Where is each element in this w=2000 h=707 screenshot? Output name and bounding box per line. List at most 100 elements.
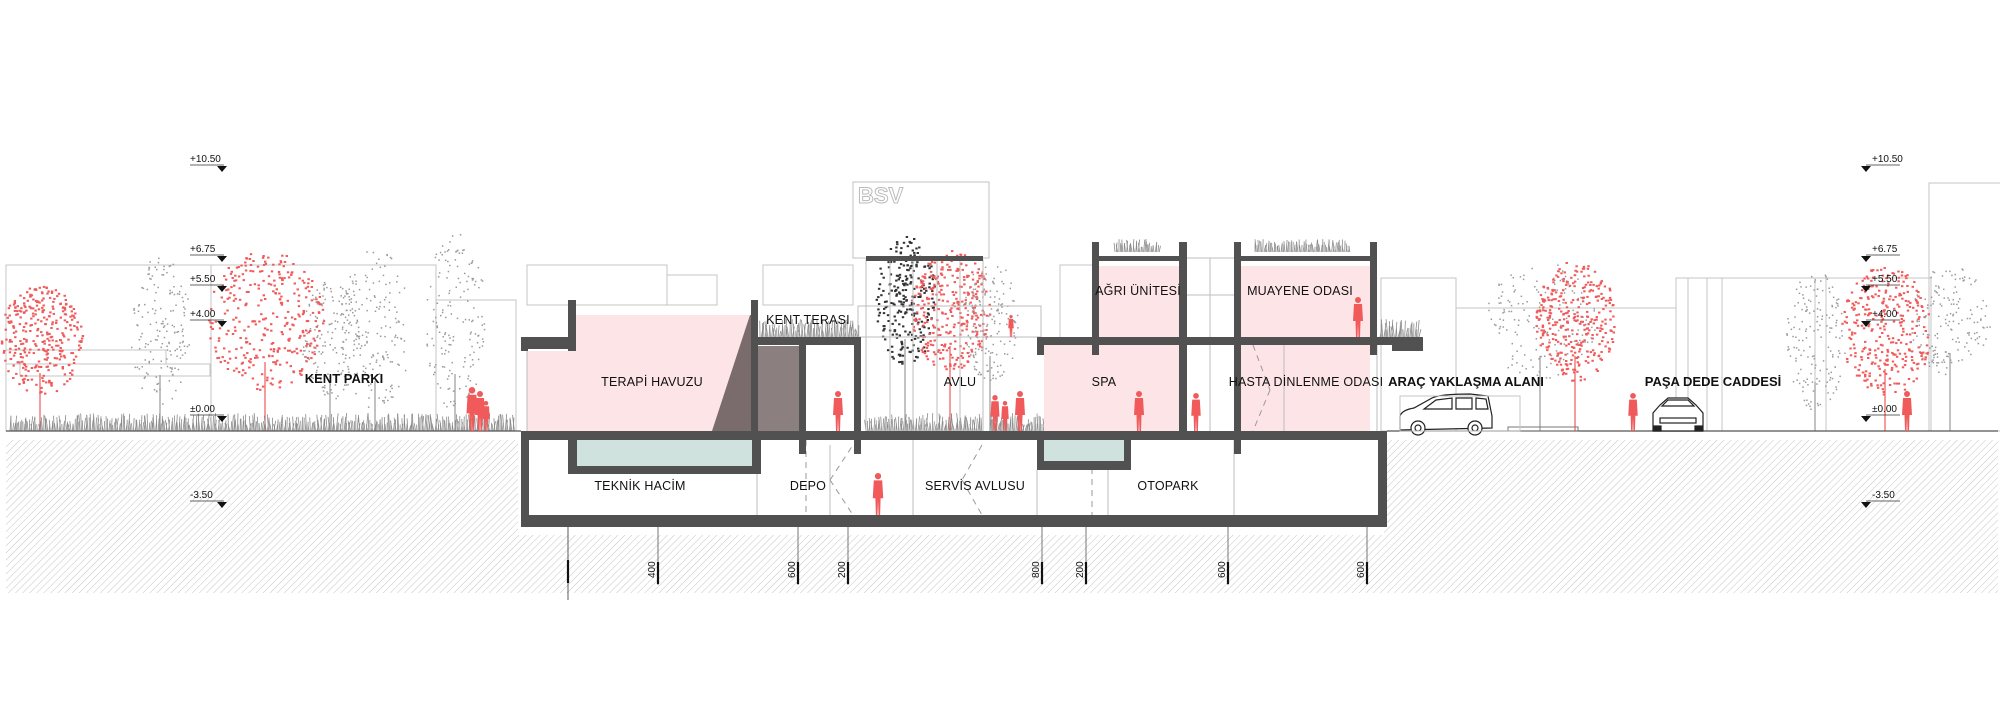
car-front-view [1652, 397, 1704, 432]
red-tree [1841, 267, 1930, 431]
dimension-value: 400 [647, 561, 658, 578]
background-buildings [5, 182, 2000, 432]
basement-partitions [756, 440, 1235, 516]
person-silhouette [1353, 297, 1363, 337]
pool-water-2 [1044, 437, 1124, 461]
elevation-marker: ±0.00 [190, 404, 227, 422]
elevation-triangle-icon [1861, 416, 1871, 422]
person-silhouette [1134, 391, 1144, 431]
tree [341, 251, 407, 431]
label-kent-parki: KENT PARKI [305, 371, 383, 386]
room-spa [1044, 345, 1179, 431]
person-silhouette [1902, 391, 1912, 431]
label-pasa-dede-caddesi: PAŞA DEDE CADDESİ [1645, 374, 1782, 389]
pool-water-1 [577, 437, 752, 466]
people [466, 297, 1912, 515]
elevation-value: +6.75 [190, 244, 216, 255]
elevation-value: +10.50 [190, 154, 221, 165]
elevation-value: ±0.00 [190, 404, 215, 415]
tree [1488, 264, 1596, 431]
person-silhouette [1008, 315, 1014, 337]
car-side-view [1399, 393, 1493, 436]
dimension-mark: 600 [1356, 527, 1369, 585]
tree [875, 236, 936, 431]
elevation-marker: +4.00 [190, 309, 227, 327]
elevation-triangle-icon [217, 166, 227, 172]
ramp-shadow [758, 346, 800, 431]
elevation-value: ±0.00 [1872, 404, 1897, 415]
elevation-value: +6.75 [1872, 244, 1898, 255]
elevation-marker: +6.75 [1861, 244, 1900, 262]
elevation-triangle-icon [1861, 166, 1871, 172]
dimension-value: 800 [1031, 561, 1042, 578]
label-kent-terasi: KENT TERASI [766, 313, 850, 327]
room-terapi-havuzu [527, 351, 752, 431]
building-section: BSV [6, 181, 1998, 527]
room-agri-unitesi [1098, 266, 1179, 337]
bsv-logo: BSV [858, 183, 904, 208]
dimension-mark: 600 [787, 527, 800, 585]
dimension-value: 200 [837, 561, 848, 578]
dimension-value: 600 [1217, 561, 1228, 578]
elevation-marker: +6.75 [190, 244, 227, 262]
elevation-value: -3.50 [190, 490, 213, 501]
tree [302, 281, 361, 431]
label-hasta-dinlenme-odasi: HASTA DİNLENME ODASI [1229, 375, 1384, 389]
room-muayene-odasi [1241, 266, 1370, 337]
person-silhouette [872, 473, 884, 515]
elevation-value: -3.50 [1872, 490, 1895, 501]
label-spa: SPA [1092, 375, 1117, 389]
elevation-marker: +5.50 [190, 274, 227, 292]
tree [426, 234, 486, 431]
label-arac-yaklasma-alani: ARAÇ YAKLAŞMA ALANI [1388, 374, 1544, 389]
label-teknik-hacim: TEKNİK HACİM [594, 479, 685, 493]
ground-hatch-under [518, 535, 1384, 593]
person-silhouette [990, 395, 1000, 431]
elevation-triangle-icon [1861, 286, 1871, 292]
person-silhouette [833, 391, 843, 431]
dimension-mark: 200 [837, 527, 850, 585]
trees [0, 234, 1991, 432]
label-muayene-odasi: MUAYENE ODASI [1247, 284, 1353, 298]
label-agri-unitesi: AĞRI ÜNİTESİ [1095, 283, 1181, 298]
elevation-marker: -3.50 [190, 490, 227, 508]
room-hasta-dinlenme [1241, 345, 1370, 431]
elevation-triangle-icon [217, 502, 227, 508]
dimension-lines: 400 600 200 800 200 600 600 [566, 527, 1369, 600]
label-terapi-havuzu: TERAPİ HAVUZU [601, 375, 703, 389]
person-silhouette [1191, 393, 1201, 431]
elevation-marker: +10.50 [1861, 154, 1903, 172]
structure [521, 242, 1423, 527]
tree [1911, 268, 1991, 431]
elevation-value: +5.50 [1872, 274, 1898, 285]
elevation-marker: ±0.00 [1861, 404, 1900, 422]
elevation-value: +4.00 [1872, 309, 1898, 320]
red-tree [0, 285, 85, 431]
ground-hatch-right [1384, 440, 1998, 593]
elevation-triangle-icon [217, 256, 227, 262]
person-silhouette [482, 401, 490, 431]
dimension-mark: 600 [1217, 527, 1230, 585]
tree [1786, 274, 1846, 431]
elevation-marker: +10.50 [190, 154, 227, 172]
space-labels: KENT PARKI TERAPİ HAVUZU KENT TERASI AVL… [305, 283, 1782, 493]
elevation-triangle-icon [217, 286, 227, 292]
parking-frame [1399, 395, 1521, 432]
elevation-markers-left: +10.50 +6.75 +5.50 +4.00 ±0.00 -3.50 [190, 154, 227, 508]
elevation-triangle-icon [1861, 321, 1871, 327]
label-depo: DEPO [790, 479, 826, 493]
elevation-value: +4.00 [190, 309, 216, 320]
dimension-mark: 800 [1031, 527, 1044, 585]
elevation-triangle-icon [1861, 256, 1871, 262]
person-silhouette [466, 387, 478, 431]
dimension-value: 600 [1356, 561, 1367, 578]
elevation-value: +10.50 [1872, 154, 1903, 165]
ground-hatch-left [6, 440, 518, 593]
person-silhouette [1628, 393, 1638, 431]
dimension-mark: 200 [1075, 527, 1088, 585]
elevation-marker: -3.50 [1861, 490, 1900, 508]
person-silhouette [475, 391, 485, 431]
dimension-value: 200 [1075, 561, 1086, 578]
